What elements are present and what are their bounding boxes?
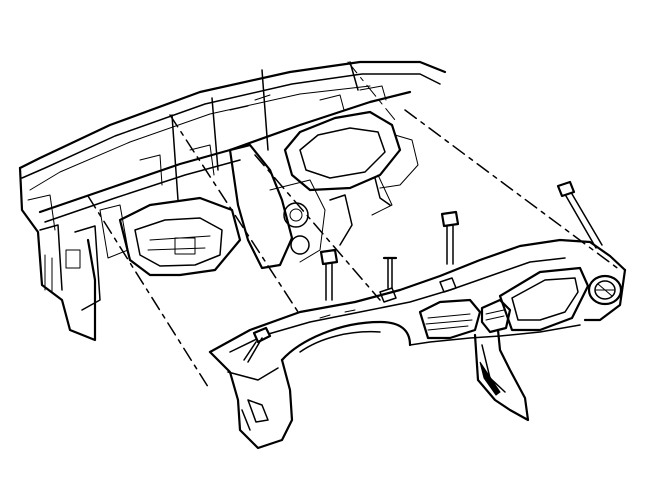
fastener-bolt-center-right <box>440 210 460 265</box>
fastener-bolt-center-left <box>319 248 339 301</box>
alignment-leader-lines <box>87 61 621 391</box>
fastener-screw-center <box>382 256 398 289</box>
instrument-panel-trim <box>208 238 627 450</box>
fastener-bolt-left <box>243 326 272 363</box>
fastener-bolt-right <box>556 180 603 249</box>
dash-carrier-structure <box>18 60 447 342</box>
